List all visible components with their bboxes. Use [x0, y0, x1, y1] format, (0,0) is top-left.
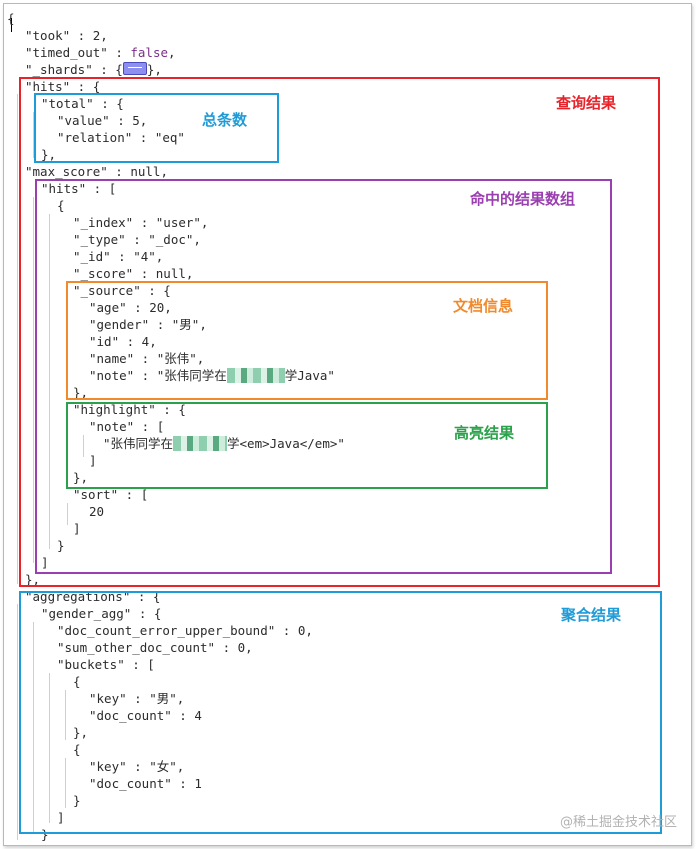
json-line: {: [73, 674, 81, 689]
json-line: "highlight" : {: [73, 402, 186, 417]
json-line: },: [25, 572, 41, 587]
json-line: 20: [89, 504, 105, 519]
json-line: "buckets" : [: [57, 657, 155, 672]
json-line: }: [41, 827, 49, 842]
json-line: "sum_other_doc_count" : 0,: [57, 640, 253, 655]
redacted-text: [173, 436, 228, 451]
json-line: "age" : 20,: [89, 300, 172, 315]
indent-guide: [49, 214, 50, 549]
indent-guide: [83, 435, 84, 457]
indent-guide: [67, 503, 68, 525]
json-boolean: false: [130, 45, 169, 60]
json-sep: : {: [92, 62, 123, 77]
json-line: ]: [41, 555, 49, 570]
collapsed-object-icon[interactable]: [122, 62, 147, 75]
json-line: }: [73, 793, 81, 808]
doc-info-label: 文档信息: [453, 297, 514, 315]
indent-guide: [17, 94, 18, 584]
json-line: "_type" : "_doc",: [73, 232, 201, 247]
indent-guide: [33, 197, 34, 563]
highlight-result-label: 高亮结果: [454, 424, 515, 442]
redacted-text: [226, 368, 285, 383]
json-line: }: [57, 538, 65, 553]
json-value: 学<em>Java</em>": [227, 436, 345, 451]
json-sep: },: [146, 62, 162, 77]
doc-info-box: [66, 281, 548, 400]
query-result-box: [19, 77, 660, 587]
json-value: "张伟同学在: [103, 436, 174, 451]
json-line: "_id" : "4",: [73, 249, 164, 264]
json-line: },: [73, 385, 89, 400]
json-line: "id" : 4,: [89, 334, 157, 349]
json-line: },: [41, 147, 57, 162]
json-line: "key" : "男",: [89, 691, 185, 706]
json-key: "_shards": [25, 62, 93, 77]
json-line: {: [73, 742, 81, 757]
text-cursor: [11, 18, 12, 32]
indent-guide: [33, 622, 34, 832]
json-line: "_score" : null,: [73, 266, 194, 281]
highlight-result-box: [66, 402, 548, 489]
json-line: "key" : "女",: [89, 759, 185, 774]
hits-array-box: [35, 179, 612, 574]
json-line: },: [73, 470, 89, 485]
indent-guide: [17, 604, 18, 840]
json-value: 学Java": [284, 368, 335, 383]
json-brace: {: [7, 11, 15, 26]
json-line: ]: [57, 810, 65, 825]
json-sep: : {: [93, 96, 124, 111]
json-key: "timed_out": [25, 45, 108, 60]
watermark-text: @稀土掘金技术社区: [559, 815, 677, 830]
indent-guide: [65, 758, 66, 808]
json-line: {: [57, 198, 65, 213]
total-count-label: 总条数: [202, 111, 248, 129]
json-line: "doc_count" : 1: [89, 776, 202, 791]
hits-array-label: 命中的结果数组: [470, 190, 576, 208]
json-line: "doc_count_error_upper_bound" : 0,: [57, 623, 313, 638]
json-line: "value" : 5,: [57, 113, 148, 128]
json-line: "max_score" : null,: [25, 164, 168, 179]
json-sep: :: [107, 45, 131, 60]
json-line: "_index" : "user",: [73, 215, 209, 230]
json-line: "note" : [: [89, 419, 165, 434]
json-line: "hits" : [: [41, 181, 117, 196]
json-line: "name" : "张伟",: [89, 351, 205, 366]
aggregation-result-label: 聚合结果: [561, 606, 622, 624]
total-count-box: [34, 93, 279, 163]
json-line: "relation" : "eq": [57, 130, 185, 145]
aggregation-result-box: [19, 591, 662, 834]
json-line: "gender" : "男",: [89, 317, 207, 332]
json-line: ]: [73, 521, 81, 536]
indent-guide: [49, 673, 50, 823]
json-line: "gender_agg" : {: [41, 606, 162, 621]
json-key: "note" : "张伟同学在: [89, 368, 227, 383]
json-sep: : {: [70, 79, 101, 94]
json-line: "_source" : {: [73, 283, 171, 298]
json-sep: ,: [168, 45, 176, 60]
json-viewer-panel: { "took" : 2, "timed_out" : false, "_sha…: [3, 3, 692, 846]
json-line: },: [73, 725, 89, 740]
json-value: : 2,: [70, 28, 108, 43]
json-line: ]: [89, 453, 97, 468]
json-key: "took": [25, 28, 71, 43]
json-line: "sort" : [: [73, 487, 149, 502]
json-key: "hits": [25, 79, 71, 94]
json-key: "total": [41, 96, 94, 111]
query-result-label: 查询结果: [556, 94, 617, 112]
json-line: "doc_count" : 4: [89, 708, 202, 723]
indent-guide: [33, 112, 34, 158]
indent-guide: [65, 690, 66, 740]
